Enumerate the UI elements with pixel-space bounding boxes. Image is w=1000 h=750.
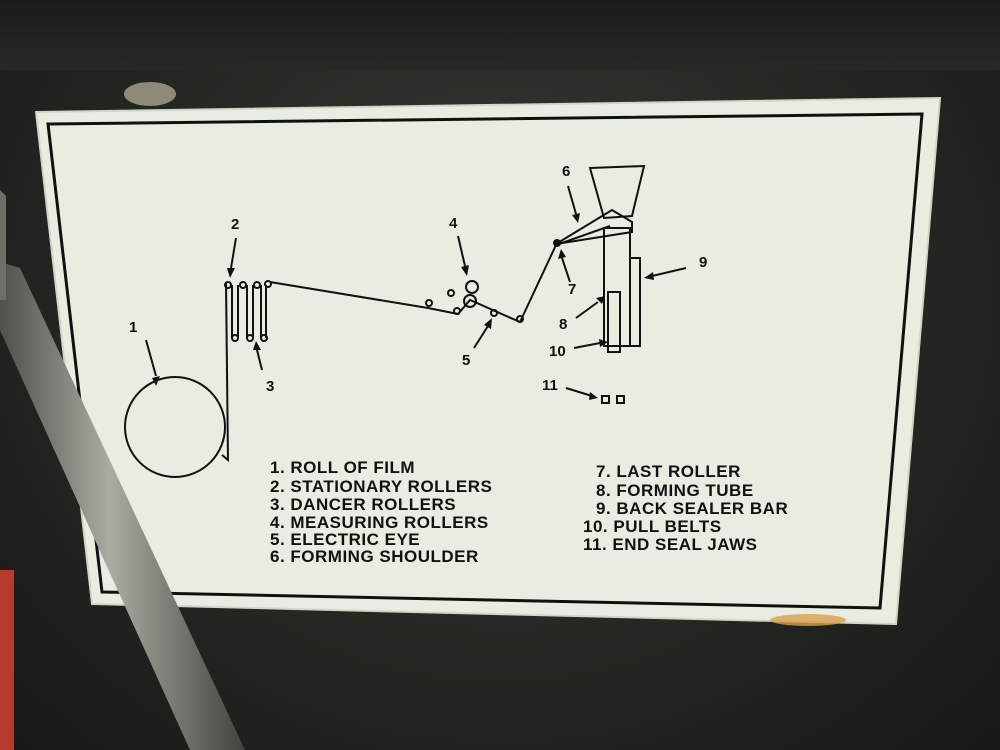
legend-item-2: 2. STATIONARY ROLLERS bbox=[270, 477, 493, 496]
callout-9: 9 bbox=[699, 254, 708, 271]
machine-top-edge bbox=[0, 0, 1000, 70]
pull-belts bbox=[607, 291, 621, 353]
callout-arrow-4 bbox=[457, 235, 466, 267]
callout-2: 2 bbox=[231, 216, 240, 233]
placard-background bbox=[34, 96, 942, 626]
callout-arrow-11 bbox=[565, 387, 593, 397]
callout-arrow-7 bbox=[561, 257, 571, 283]
callout-4: 4 bbox=[449, 215, 458, 232]
callout-arrow-3 bbox=[256, 349, 263, 371]
legend-item-5: 5. ELECTRIC EYE bbox=[270, 530, 421, 549]
legend-item-3: 3. DANCER ROLLERS bbox=[270, 495, 457, 514]
callout-arrow-8 bbox=[575, 301, 599, 319]
end-seal-jaw-left bbox=[601, 395, 610, 404]
callout-arrow-10 bbox=[573, 342, 601, 349]
callout-1: 1 bbox=[129, 319, 138, 336]
paint-smudge bbox=[770, 614, 846, 626]
callout-arrow-9 bbox=[651, 267, 687, 277]
callout-arrow-6 bbox=[567, 185, 577, 215]
legend-item-6: 6. FORMING SHOULDER bbox=[270, 547, 479, 566]
measuring-rollers bbox=[425, 280, 479, 315]
callout-7: 7 bbox=[568, 281, 577, 298]
last-roller bbox=[553, 239, 561, 247]
callout-11: 11 bbox=[542, 377, 558, 394]
back-sealer-bar bbox=[629, 257, 641, 347]
legend-item-10: 10. PULL BELTS bbox=[583, 517, 722, 536]
callout-10: 10 bbox=[549, 343, 566, 360]
forming-shoulder bbox=[555, 208, 633, 245]
callout-8: 8 bbox=[559, 316, 568, 333]
legend-item-8: 8. FORMING TUBE bbox=[596, 481, 754, 500]
legend-item-9: 9. BACK SEALER BAR bbox=[596, 499, 789, 518]
legend-item-4: 4. MEASURING ROLLERS bbox=[270, 513, 489, 532]
legend-item-1: 1. ROLL OF FILM bbox=[270, 458, 416, 477]
legend-item-7: 7. LAST ROLLER bbox=[596, 462, 741, 481]
callout-arrow-5 bbox=[473, 325, 489, 349]
mounting-screw bbox=[124, 82, 176, 106]
end-seal-jaw-right bbox=[616, 395, 625, 404]
callout-6: 6 bbox=[562, 163, 571, 180]
legend-item-11: 11. END SEAL JAWS bbox=[583, 535, 758, 554]
callout-5: 5 bbox=[462, 352, 471, 369]
callout-3: 3 bbox=[266, 378, 275, 395]
hopper bbox=[588, 164, 646, 220]
electric-eye bbox=[490, 309, 498, 317]
